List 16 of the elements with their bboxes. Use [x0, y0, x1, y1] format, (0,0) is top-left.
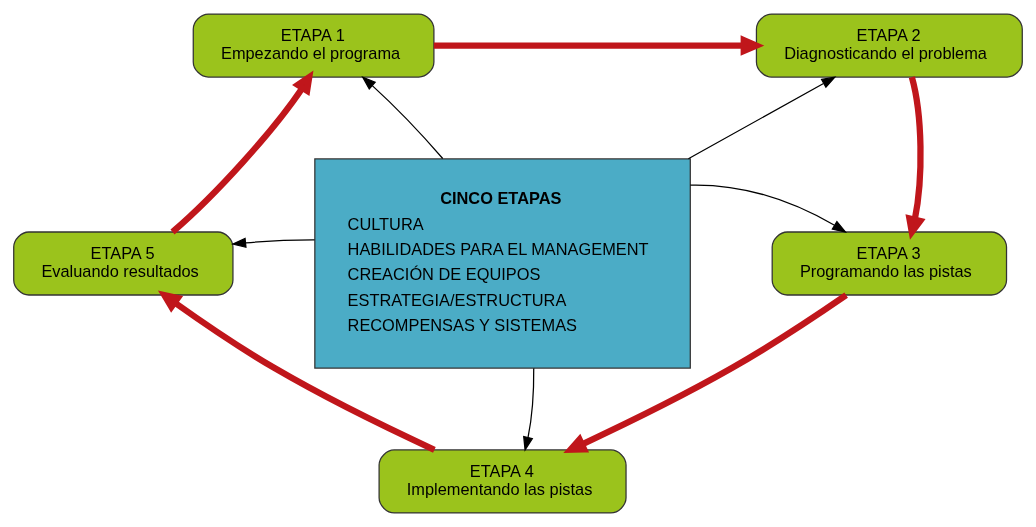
arrow	[563, 292, 848, 454]
arrow	[433, 35, 765, 56]
arrow	[687, 76, 837, 160]
arrow	[231, 237, 316, 249]
node-box: CINCO ETAPAS CULTURA HABILIDADES PARA EL MANAGEMENT CREACIÓN DE EQUIPOS ESTRATEGIA/ESTRUCTURA RECOMPENSAS Y SISTEMAS	[314, 158, 691, 369]
node-box: ETAPA 4 Implementando las pistas	[378, 449, 627, 514]
node-box: ETAPA 1 Empezando el programa	[192, 13, 435, 78]
arrow	[905, 76, 926, 240]
arrow	[523, 367, 535, 452]
arrow	[170, 70, 314, 235]
node-box: ETAPA 5 Evaluando resultados	[13, 231, 234, 296]
node-box: ETAPA 3 Programando las pistas	[771, 231, 1008, 296]
arrow	[689, 184, 848, 233]
arrow	[361, 75, 444, 160]
node-box: ETAPA 2 Diagnosticando el problema	[755, 13, 1023, 78]
arrow	[157, 290, 436, 453]
